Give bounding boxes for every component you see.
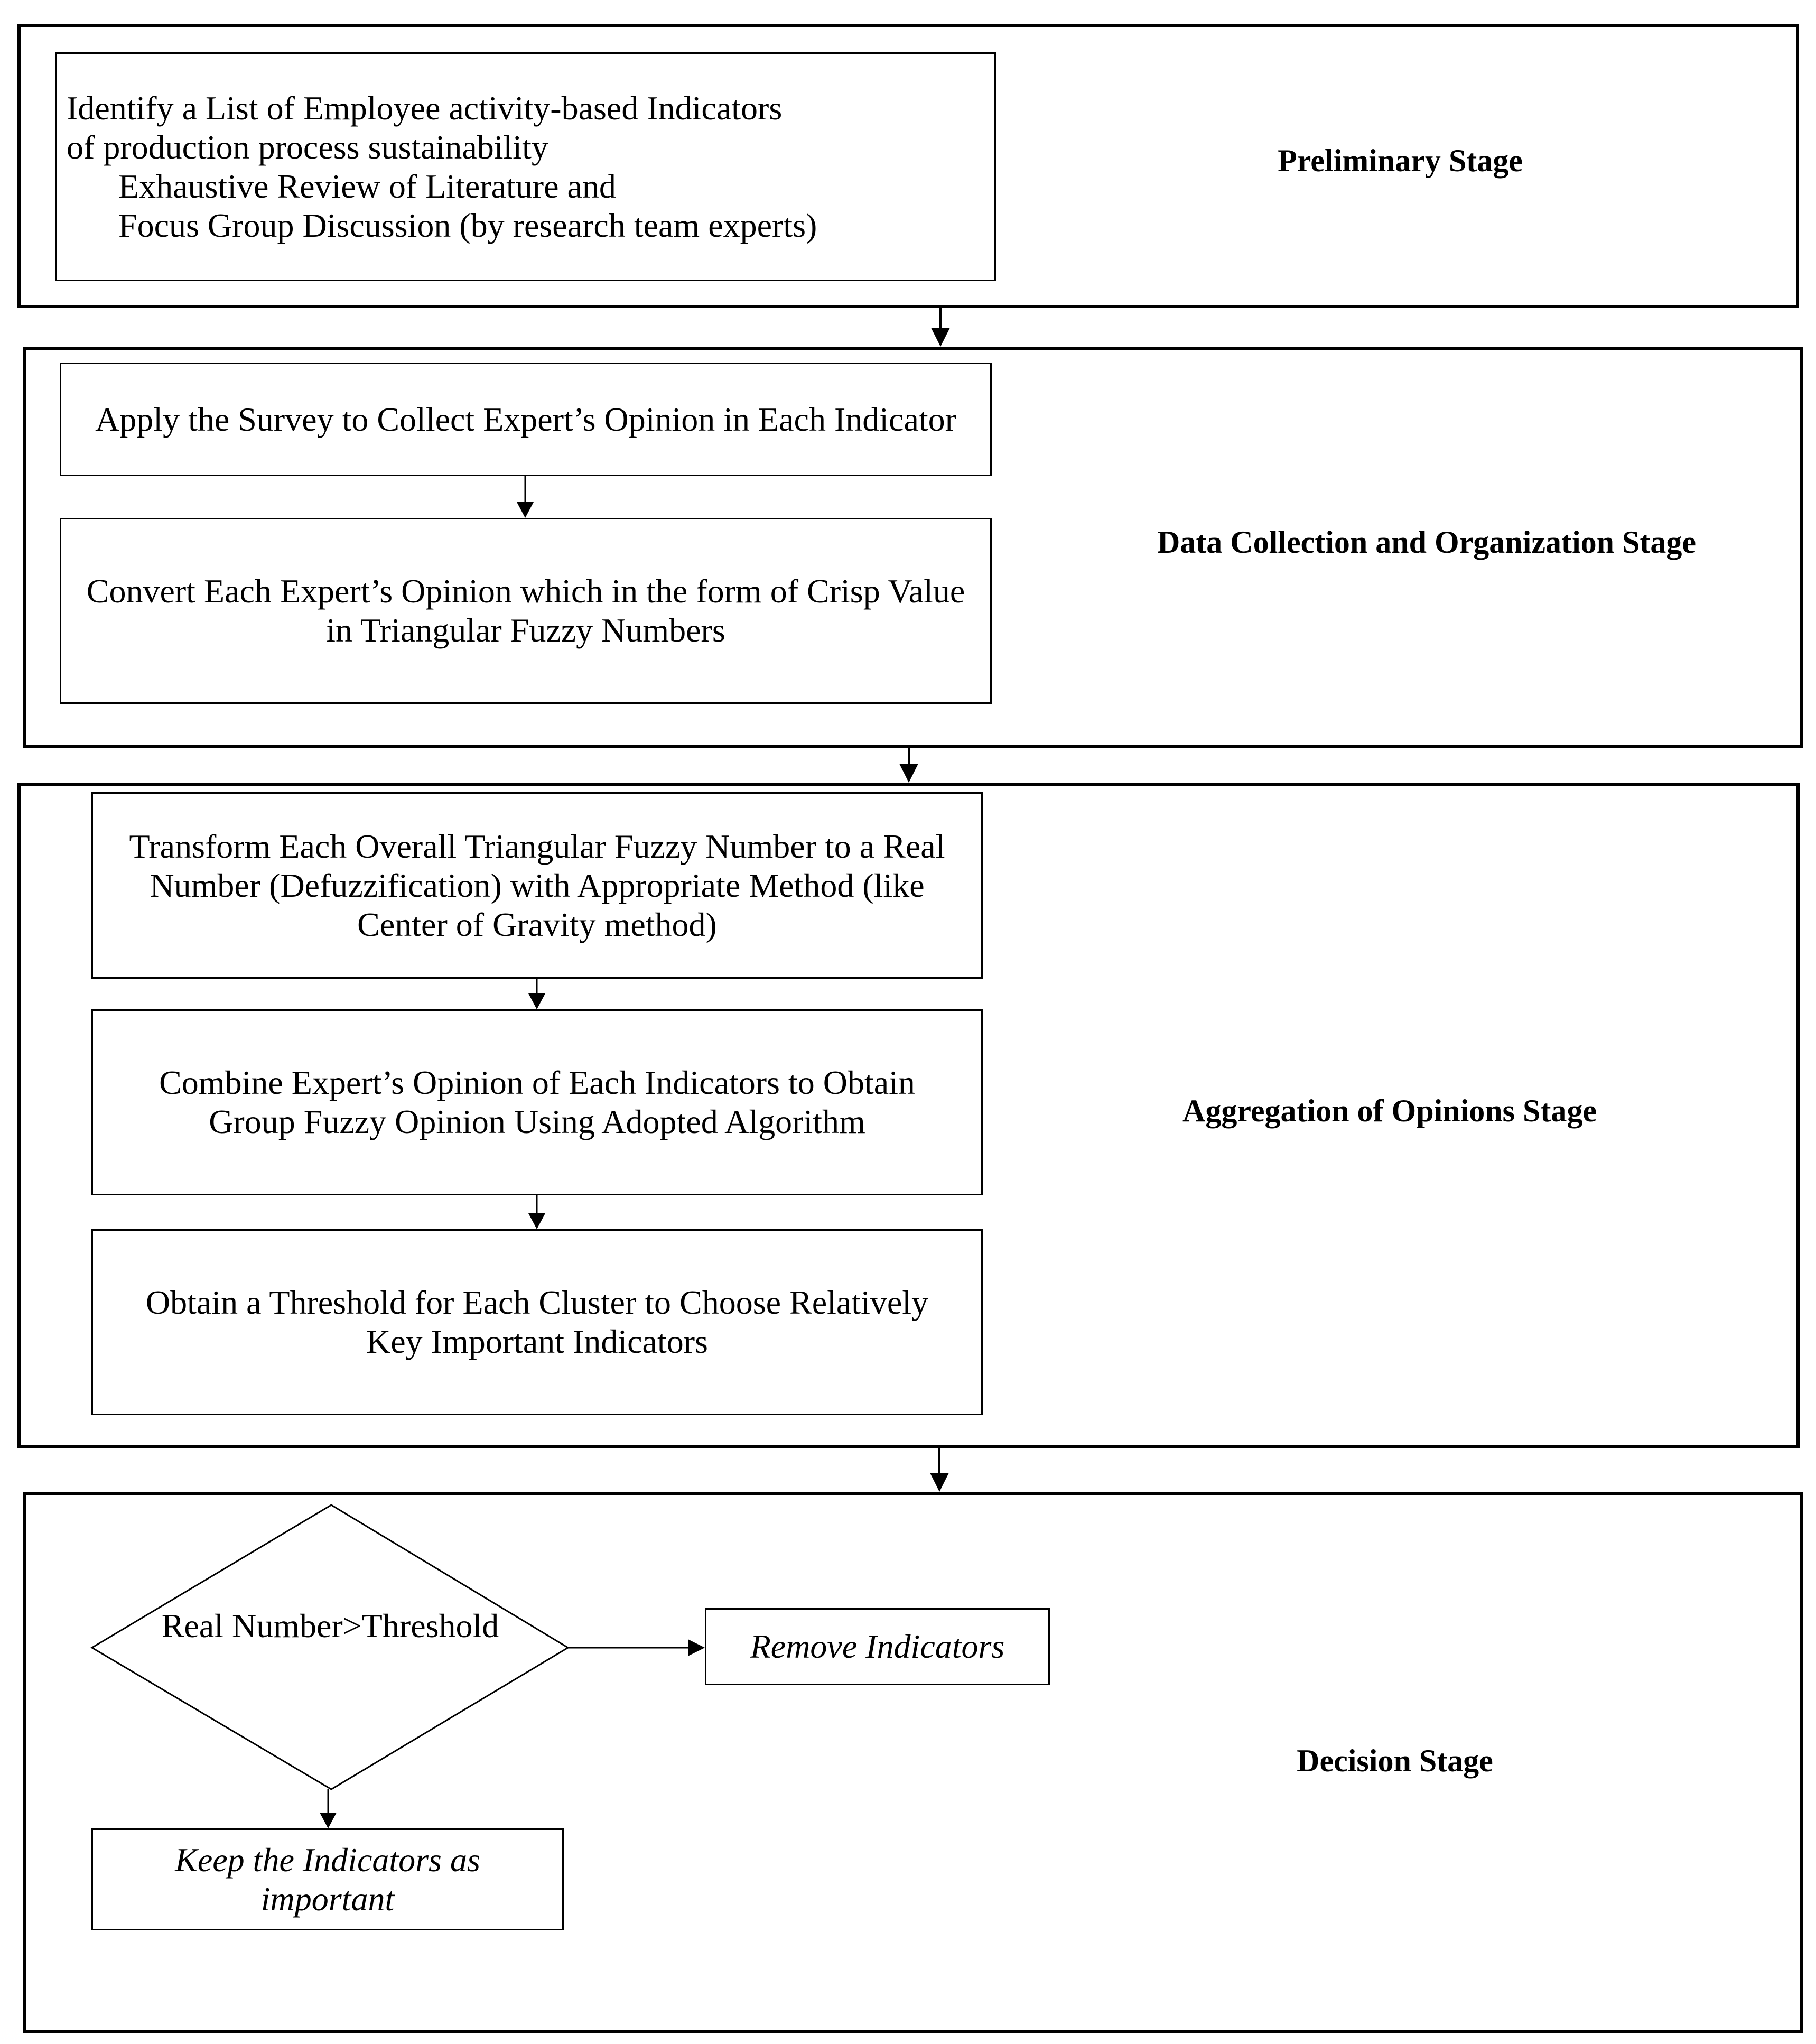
arrowhead-combine-to-threshold [528,1213,545,1229]
step-transform-text: Transform Each Overall Triangular Fuzzy … [129,827,945,943]
stage-label-preliminary: Preliminary Stage [1278,143,1523,178]
remove-indicators-text: Remove Indicators [750,1628,1005,1665]
step-combine-opinion: Combine Expert’s Opinion of Each Indicat… [91,1009,983,1195]
step-apply-survey-text: Apply the Survey to Collect Expert’s Opi… [95,400,956,438]
keep-indicators-text: Keep the Indicators as important [175,1841,480,1918]
identify-line-3: Exhaustive Review of Literature and [118,167,616,205]
stage-label-aggregation: Aggregation of Opinions Stage [1182,1093,1597,1128]
step-convert-opinion: Convert Each Expert’s Opinion which in t… [60,518,992,704]
arrowhead-data-to-aggregation [899,764,918,783]
decision-condition: Real Number>Threshold [159,1606,502,1646]
arrowhead-decision-to-keep [320,1813,337,1828]
identify-line-1: Identify a List of Employee activity-bas… [67,89,783,127]
stage-label-decision: Decision Stage [1297,1743,1493,1778]
stage-data-collection [23,347,1803,748]
decision-condition-text: Real Number>Threshold [161,1607,499,1645]
decision-diamond [90,1504,570,1790]
step-obtain-threshold: Obtain a Threshold for Each Cluster to C… [91,1229,983,1415]
stage-decision [23,1492,1803,2033]
step-transform-defuzzification: Transform Each Overall Triangular Fuzzy … [91,792,983,979]
stage-preliminary [17,24,1799,308]
stage-label-data-collection: Data Collection and Organization Stage [1157,525,1696,560]
step-convert-opinion-text: Convert Each Expert’s Opinion which in t… [86,572,965,649]
step-remove-indicators: Remove Indicators [705,1608,1050,1685]
arrowhead-survey-to-convert [517,502,534,518]
step-apply-survey: Apply the Survey to Collect Expert’s Opi… [60,363,992,476]
arrowhead-decision-to-remove [688,1639,705,1656]
step-identify-indicators: Identify a List of Employee activity-bas… [55,52,996,281]
identify-line-4: Focus Group Discussion (by research team… [118,206,817,244]
step-combine-text: Combine Expert’s Opinion of Each Indicat… [159,1064,915,1140]
arrowhead-aggregation-to-decision [930,1473,949,1492]
step-keep-indicators: Keep the Indicators as important [91,1828,564,1930]
step-threshold-text: Obtain a Threshold for Each Cluster to C… [145,1284,929,1360]
stage-aggregation [17,783,1800,1448]
arrowhead-preliminary-to-data [931,328,950,347]
arrowhead-transform-to-combine [528,993,545,1009]
identify-line-2: of production process sustainability [67,128,548,166]
